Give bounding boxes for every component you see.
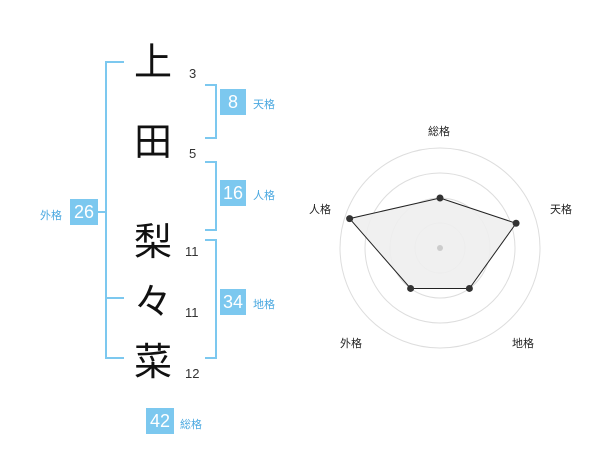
chikaku-bracket [205,239,217,359]
chikaku-label: 地格 [253,298,275,311]
stroke-count-3: 11 [185,244,199,259]
jinkaku-label: 人格 [253,189,275,202]
name-char-1: 上 [133,40,172,84]
soukaku-label: 総格 [180,418,202,431]
name-char-5: 菜 [133,340,172,384]
radar-label-jinkaku: 人格 [309,203,331,216]
radar-point-1 [436,194,444,202]
stroke-count-4: 11 [185,305,199,320]
gaikaku-bracket [105,61,124,359]
radar-label-tenkaku: 天格 [550,203,572,216]
name-char-4: 々 [133,280,172,324]
soukaku-value: 42 [146,408,174,434]
radar-point-3 [465,284,473,292]
radar-label-soukaku: 総格 [428,125,450,138]
stroke-count-1: 3 [189,66,197,81]
stroke-count-2: 5 [189,146,197,161]
chikaku-value: 34 [220,289,246,315]
radar-point-4 [407,284,415,292]
stroke-count-5: 12 [185,366,200,381]
radar-ring-3 [364,172,516,324]
radar-label-chikaku: 地格 [512,337,534,350]
radar-label-gaikaku: 外格 [340,337,362,350]
gaikaku-value: 26 [70,199,98,225]
tenkaku-label: 天格 [253,98,275,111]
jinkaku-bracket [205,161,217,231]
radar-center [437,245,443,251]
jinkaku-value: 16 [220,180,246,206]
radar-ring-4 [339,147,541,349]
gaikaku-label: 外格 [40,209,62,222]
radar-polygon [348,197,517,289]
name-char-3: 梨 [133,220,172,264]
name-char-2: 田 [133,120,172,164]
radar-point-2 [512,219,520,227]
tenkaku-bracket [205,84,217,139]
radar-point-5 [346,215,354,223]
tenkaku-value: 8 [220,89,246,115]
